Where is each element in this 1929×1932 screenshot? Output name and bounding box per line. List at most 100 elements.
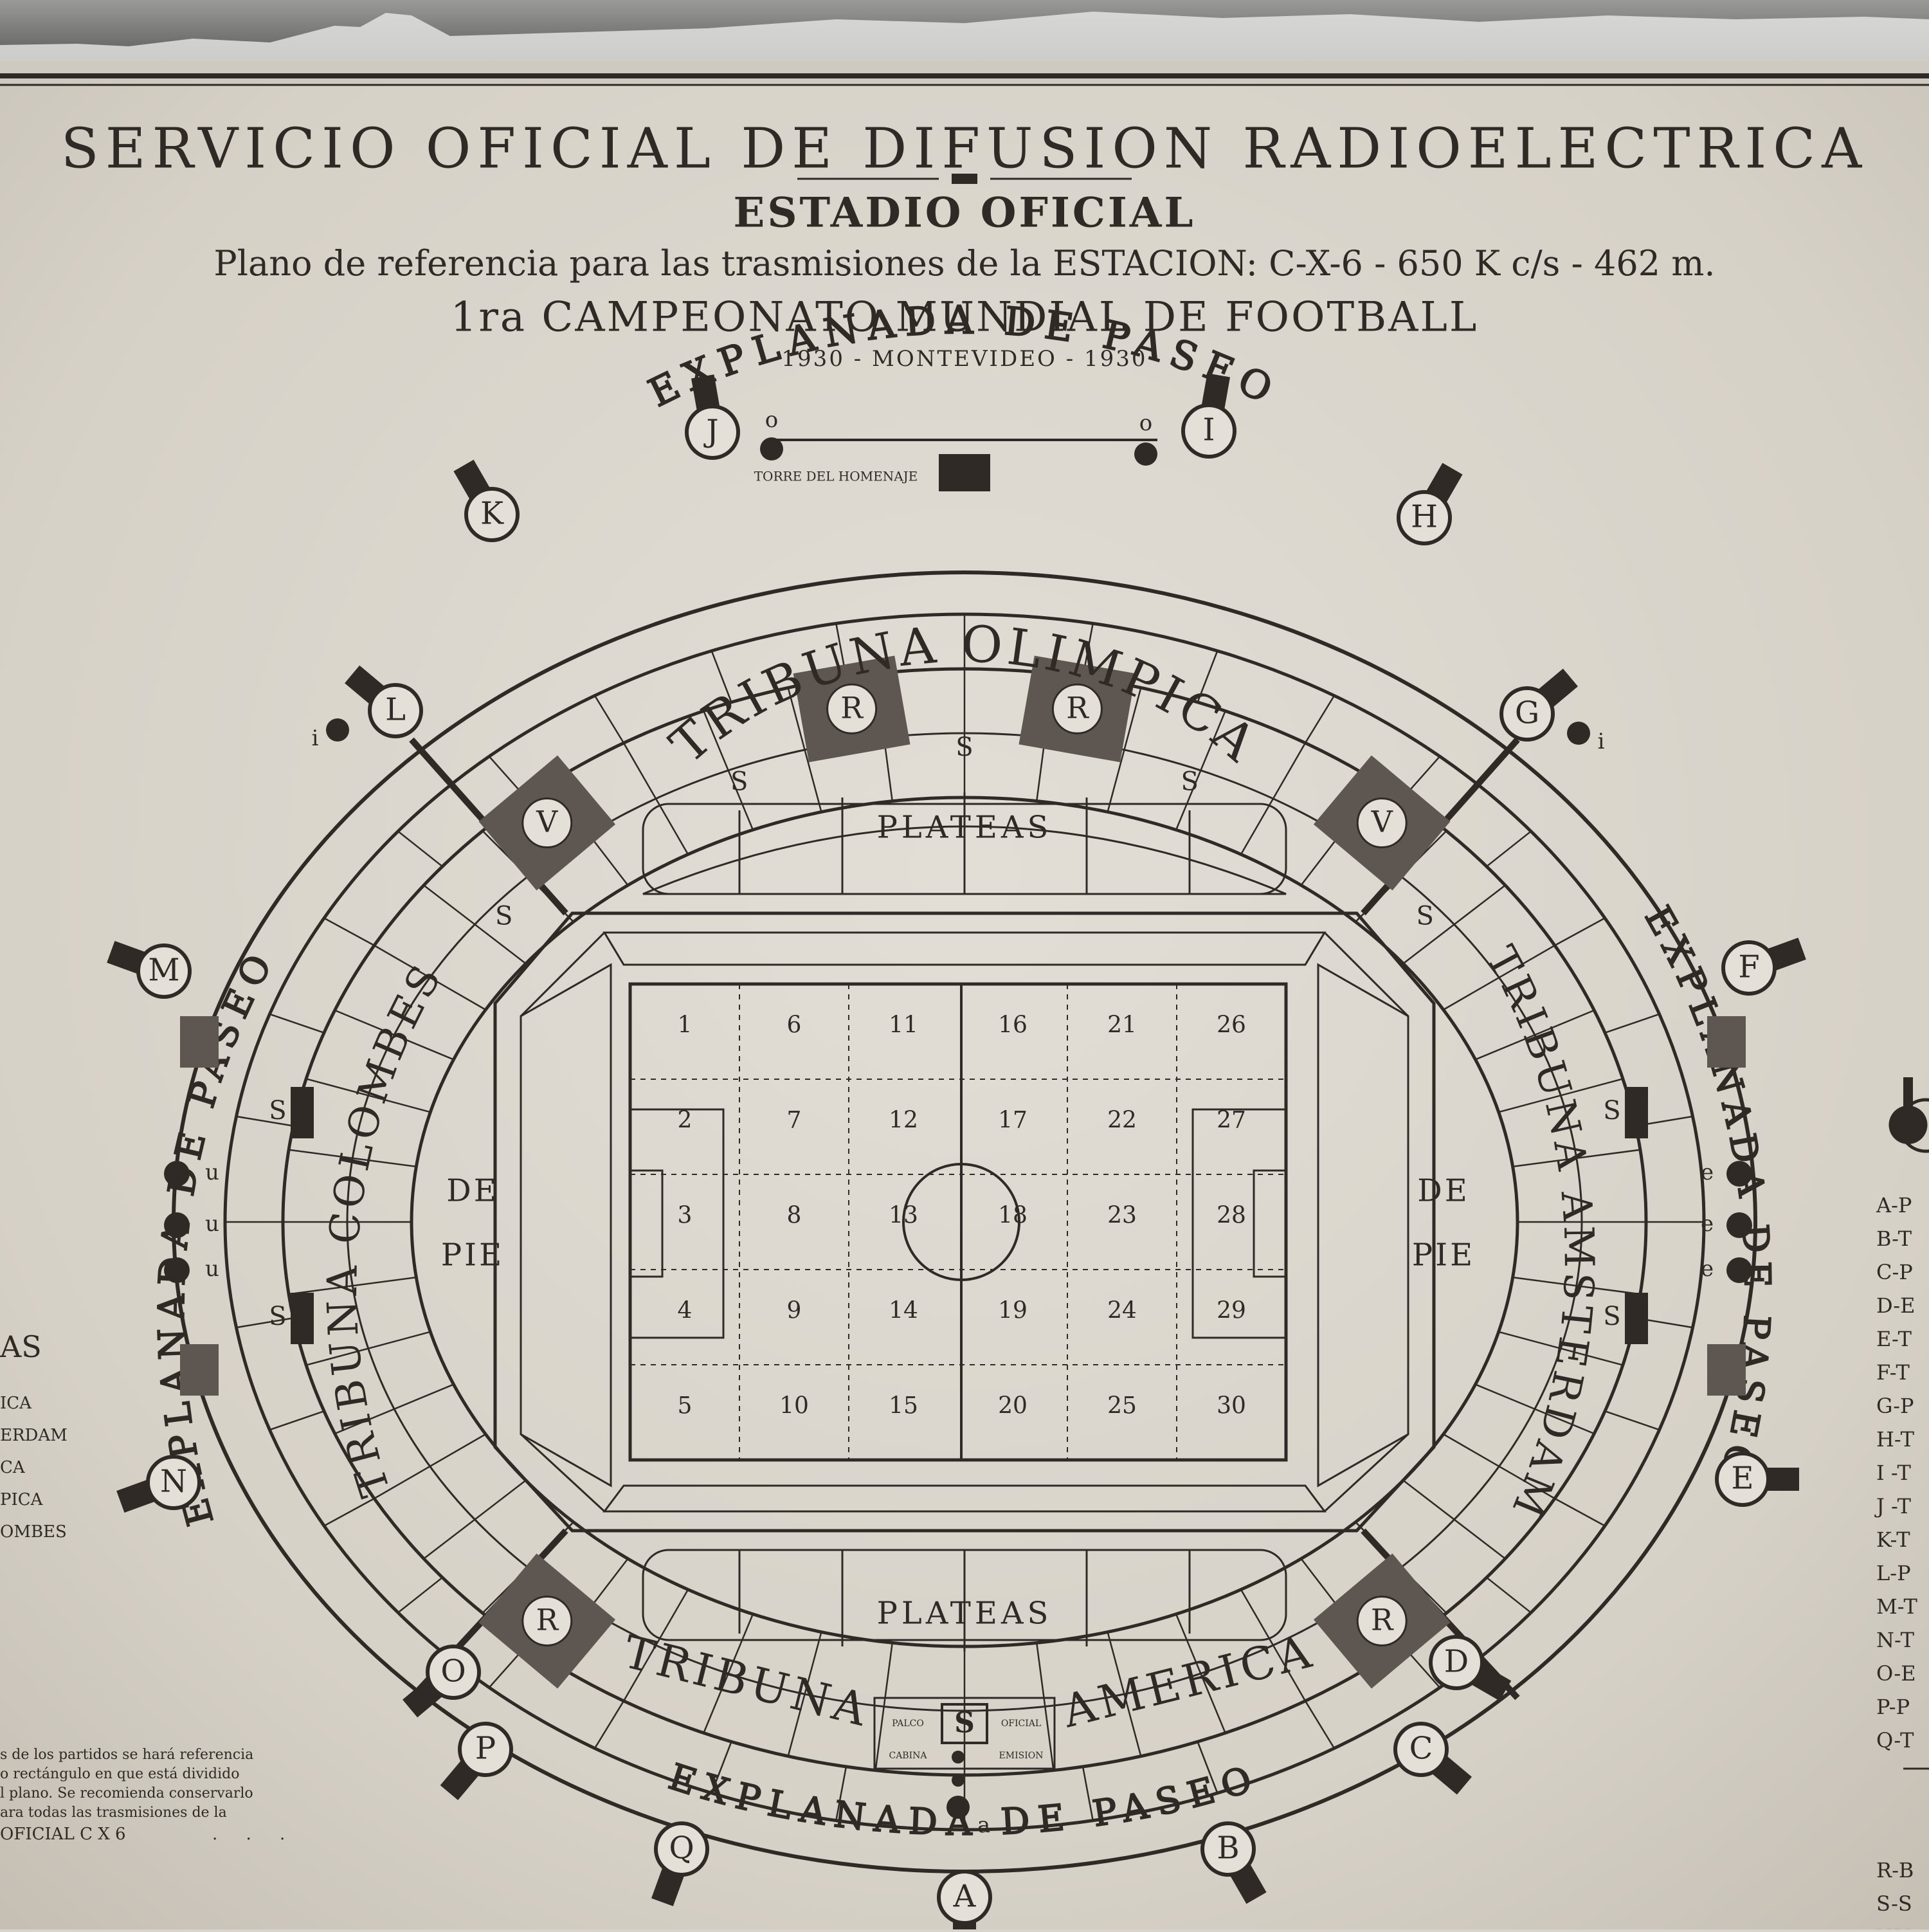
entrance-letter: N xyxy=(160,1464,187,1500)
section-divider xyxy=(305,1331,431,1366)
entrance-e[interactable]: E xyxy=(1715,1452,1799,1507)
section-divider xyxy=(703,710,754,830)
section-divider xyxy=(1240,742,1307,855)
legend-left-item-1: ERDAM xyxy=(0,1426,68,1445)
zone-number: 15 xyxy=(889,1393,918,1419)
code-box-V: V xyxy=(1313,755,1451,891)
code-S: S xyxy=(1181,767,1199,797)
football-pitch: 1234567891011121314151617181920212223242… xyxy=(628,982,1288,1462)
esplanade-divider xyxy=(1554,1497,1606,1527)
entrance-circle xyxy=(464,487,520,542)
esplanade-divider xyxy=(1304,1700,1336,1749)
entrance-d[interactable]: D xyxy=(1429,1635,1512,1701)
entrance-circle xyxy=(654,1821,709,1877)
entrance-f[interactable]: F xyxy=(1721,937,1806,996)
entrance-letter: F xyxy=(1738,949,1759,985)
zone-number: 9 xyxy=(787,1298,802,1324)
entrance-g[interactable]: G xyxy=(1499,668,1578,742)
esplanade-divider xyxy=(1486,830,1532,868)
entrance-l[interactable]: L xyxy=(345,665,423,738)
footnote-line-1: o rectángulo en que está dividido xyxy=(0,1766,240,1782)
zone-number: 29 xyxy=(1217,1298,1246,1324)
legend-right-item: O-E xyxy=(1876,1661,1916,1686)
entrance-b[interactable]: B xyxy=(1200,1821,1267,1904)
entrance-c[interactable]: C xyxy=(1393,1722,1472,1795)
entrance-letter: Q xyxy=(669,1830,694,1866)
esplanade-divider xyxy=(1082,1766,1094,1821)
entrance-circle xyxy=(426,1645,481,1700)
zone-number: 30 xyxy=(1217,1393,1246,1419)
esplanade-divider xyxy=(236,1317,294,1329)
official-box-bottom-right: EMISION xyxy=(999,1751,1044,1761)
zone-number: 1 xyxy=(678,1012,693,1039)
code-S-block xyxy=(291,1087,314,1138)
entrance-circle xyxy=(458,1722,513,1777)
section-divider xyxy=(1475,1383,1595,1435)
entrance-flag xyxy=(1200,373,1231,413)
zone-number: 26 xyxy=(1217,1012,1246,1039)
footnote-line-0: s de los partidos se hará referencia xyxy=(0,1747,253,1763)
entrance-circle xyxy=(1429,1635,1484,1690)
dot-e xyxy=(1726,1257,1752,1283)
section-divider xyxy=(1498,1078,1624,1113)
track-west xyxy=(520,963,612,1488)
entrance-p[interactable]: P xyxy=(440,1722,513,1800)
legend-right-item: C-P xyxy=(1876,1260,1913,1284)
entrance-q[interactable]: Q xyxy=(651,1821,709,1906)
mark-u: u xyxy=(205,1256,219,1282)
legend-right-item: P-P xyxy=(1876,1695,1910,1719)
zone-number: 25 xyxy=(1107,1393,1137,1419)
mark-a: a xyxy=(977,1812,990,1838)
official-box-bottom-left: CABINA xyxy=(889,1751,927,1761)
zone-number: 10 xyxy=(779,1393,809,1419)
code-S: S xyxy=(269,1096,286,1125)
esplanade-divider xyxy=(1304,695,1336,743)
legend-left-item-4: OMBES xyxy=(0,1522,67,1542)
entrance-circle xyxy=(685,405,740,460)
track-south xyxy=(602,1484,1327,1513)
entrance-letter: E xyxy=(1731,1461,1753,1497)
section-divider xyxy=(1175,1614,1226,1734)
entrance-o[interactable]: O xyxy=(403,1645,481,1718)
track-east xyxy=(1317,963,1409,1488)
entrance-k[interactable]: K xyxy=(453,459,520,542)
esplanade-divider xyxy=(711,650,732,703)
entrance-j[interactable]: J xyxy=(685,374,740,460)
event-dates: 1930 - MONTEVIDEO - 1930 xyxy=(781,346,1147,372)
code-box-letter: R xyxy=(1066,690,1089,725)
zone-number: 11 xyxy=(889,1012,918,1039)
entrance-flag xyxy=(691,374,721,414)
entrance-m[interactable]: M xyxy=(107,940,192,999)
entrance-i[interactable]: I xyxy=(1181,373,1236,459)
entrance-h[interactable]: H xyxy=(1397,462,1463,545)
standing-east-1: DE xyxy=(1417,1173,1470,1209)
legend-left-item-0: ICA xyxy=(0,1394,32,1413)
gate-block xyxy=(1707,1016,1746,1068)
tower-label: TORRE DEL HOMENAJE xyxy=(754,469,918,484)
entrance-circle xyxy=(1200,1821,1256,1877)
entrance-circle xyxy=(1181,403,1236,459)
entrance-a[interactable]: A xyxy=(937,1870,992,1932)
field-enclosure xyxy=(493,911,1436,1533)
code-S-block xyxy=(1625,1293,1648,1344)
section-divider xyxy=(334,1383,454,1435)
mark-i-right: i xyxy=(1598,729,1605,754)
entrance-letter: D xyxy=(1444,1644,1469,1680)
zone-number: 28 xyxy=(1217,1203,1246,1229)
dot-e xyxy=(1726,1212,1752,1238)
plateas-south: PLATEAS xyxy=(642,1549,1287,1652)
zone-number: 5 xyxy=(678,1393,693,1419)
esplanade-divider xyxy=(397,1576,443,1614)
zone-number: 27 xyxy=(1217,1107,1246,1134)
entrance-letter: H xyxy=(1411,499,1438,535)
esplanade-divider xyxy=(1554,917,1606,947)
section-divider xyxy=(305,1078,431,1113)
section-divider xyxy=(1443,944,1555,1011)
code-S-block xyxy=(1625,1087,1648,1138)
entrance-n[interactable]: N xyxy=(116,1455,201,1513)
esplanade-divider xyxy=(593,1700,625,1749)
legend-right-item: A-P xyxy=(1876,1193,1912,1217)
event-title: 1ra CAMPEONATO MUNDIAL DE FOOTBALL xyxy=(451,294,1479,342)
esplanade-divider xyxy=(1604,1410,1660,1431)
